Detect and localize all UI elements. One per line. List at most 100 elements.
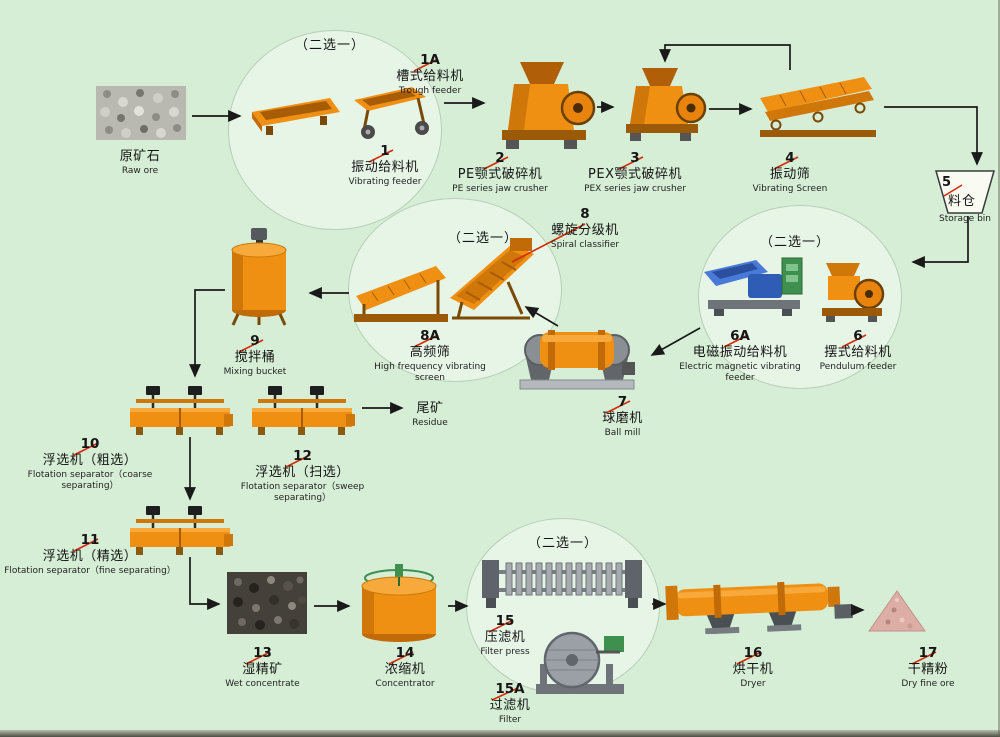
zh-text: 电磁振动给料机	[692, 345, 788, 361]
label-concentrator: 14 浓缩机 Concentrator	[355, 645, 455, 690]
num-text: 3	[630, 150, 640, 166]
zh-text: 球磨机	[602, 411, 643, 427]
en-text: PEX series jaw crusher	[584, 183, 686, 194]
num-text: 1	[380, 143, 390, 159]
label-dryer: 16 烘干机 Dryer	[703, 645, 803, 690]
num-text: 14	[395, 645, 415, 661]
zh-text: 振动筛	[769, 167, 811, 183]
en-text: Flotation separator（coarse separating）	[27, 469, 153, 491]
high-frequency-screen-graphic	[350, 252, 454, 326]
label-pendulum-feeder: 6 摆式给料机 Pendulum feeder	[798, 328, 918, 373]
mixing-bucket-graphic	[224, 226, 294, 326]
en-text: Raw ore	[121, 165, 159, 176]
en-text: Ball mill	[604, 427, 641, 438]
choice-label-bin-feeders: （二选一）	[759, 235, 830, 250]
pendulum-feeder-graphic	[814, 260, 890, 322]
label-filter: 15A 过滤机 Filter	[460, 681, 560, 726]
label-pex-crusher: 3 PEX颚式破碎机 PEX series jaw crusher	[570, 150, 700, 195]
label-storage-bin-en: Storage bin	[928, 214, 1000, 225]
flotation-sweep-graphic	[246, 384, 358, 436]
num-text: 15	[495, 613, 515, 629]
en-text: Wet concentrate	[225, 678, 300, 689]
zh-text: 高频筛	[409, 345, 451, 361]
label-storage-bin-num: 5	[942, 175, 952, 190]
drum-filter-graphic	[528, 622, 632, 704]
zh-text: 槽式给料机	[396, 69, 464, 85]
scan-edge-bottom	[0, 730, 1000, 737]
label-flotation-sweep: 12 浮选机（扫选） Flotation separator（sweep sep…	[215, 448, 390, 504]
zh-text: 螺旋分级机	[551, 223, 619, 239]
zh-text: 烘干机	[732, 662, 774, 678]
en-text: Residue	[412, 417, 448, 428]
pe-jaw-crusher-graphic	[488, 60, 596, 152]
zh-text: 振动给料机	[351, 160, 419, 176]
num-text: 1A	[420, 52, 440, 68]
label-raw-ore: 原矿石 Raw ore	[95, 148, 185, 177]
en-text: Flotation separator（sweep separating）	[240, 481, 365, 503]
label-trough-feeder: 1A 槽式给料机 Trough feeder	[370, 52, 490, 97]
en-text: Filter	[498, 714, 522, 725]
zh-text: PE颚式破碎机	[457, 167, 543, 183]
wet-concentrate-image	[226, 570, 308, 636]
zh-text: 过滤机	[489, 698, 531, 714]
en-text: Filter press	[480, 646, 530, 657]
vibrating-screen-graphic	[756, 70, 882, 142]
zh-text: 湿精矿	[242, 662, 283, 678]
vibrating-feeder-graphic	[246, 88, 344, 142]
en-text: Mixing bucket	[223, 366, 287, 377]
num-text: 11	[80, 532, 100, 548]
label-pe-crusher: 2 PE颚式破碎机 PE series jaw crusher	[435, 150, 565, 195]
label-vibrating-feeder: 1 振动给料机 Vibrating feeder	[325, 143, 445, 188]
en-text: Spiral classifier	[550, 239, 620, 250]
en-text: Flotation separator（fine separating）	[4, 565, 176, 576]
num-text: 13	[253, 645, 272, 661]
raw-ore-image	[95, 84, 187, 142]
label-flotation-fine: 11 浮选机（精选） Flotation separator（fine sepa…	[0, 532, 180, 577]
num-text: 6A	[730, 328, 750, 344]
zh-text: 搅拌桶	[234, 350, 276, 366]
flotation-fine-graphic	[124, 504, 236, 556]
choice-label-filters: （二选一）	[527, 536, 598, 551]
label-flotation-coarse: 10 浮选机（粗选） Flotation separator（coarse se…	[0, 436, 180, 492]
trough-feeder-graphic	[346, 80, 444, 142]
en-text: PE series jaw crusher	[452, 183, 548, 194]
num-text: 8A	[420, 328, 440, 344]
label-vibrating-screen: 4 振动筛 Vibrating Screen	[725, 150, 855, 195]
num-text: 10	[80, 436, 100, 452]
zh-text: 尾矿	[416, 401, 444, 416]
label-spiral-classifier: 8 螺旋分级机 Spiral classifier	[520, 206, 650, 251]
num-text: 8	[580, 206, 590, 222]
label-mixing-bucket: 9 搅拌桶 Mixing bucket	[205, 333, 305, 378]
label-filter-press: 15 压滤机 Filter press	[455, 613, 555, 658]
zh-text: 干精粉	[907, 662, 949, 678]
ball-mill-graphic	[518, 316, 636, 394]
en-text: Dry fine ore	[901, 678, 955, 689]
en-text: Trough feeder	[398, 85, 462, 96]
num-text: 15A	[495, 681, 525, 697]
dryer-graphic	[664, 568, 856, 634]
num-text: 7	[617, 394, 628, 410]
en-text: Storage bin	[939, 214, 991, 224]
en-text: High frequency vibrating screen	[374, 361, 486, 383]
zh-text: 摆式给料机	[824, 345, 892, 361]
choice-label-classifier: （二选一）	[447, 231, 518, 246]
en-text: Dryer	[740, 678, 766, 689]
label-storage-bin-zh: 料仓	[948, 194, 977, 209]
choice-label-feeders: （二选一）	[294, 38, 365, 53]
zh-text: 压滤机	[484, 630, 526, 646]
choice-ellipse-feeders	[228, 30, 442, 230]
en-text: Concentrator	[375, 678, 435, 689]
storage-bin-graphic	[933, 168, 997, 216]
label-em-vibrating-feeder: 6A 电磁振动给料机 Electric magnetic vibrating f…	[665, 328, 815, 384]
num-text: 16	[743, 645, 763, 661]
dry-fine-ore-image	[866, 588, 928, 634]
zh-text: 浓缩机	[384, 662, 426, 678]
zh-text: 浮选机（粗选）	[42, 453, 138, 469]
concentrator-graphic	[354, 560, 444, 648]
label-dry-fine-ore: 17 干精粉 Dry fine ore	[878, 645, 978, 690]
em-vibrating-feeder-graphic	[700, 246, 804, 318]
label-ball-mill: 7 球磨机 Ball mill	[575, 394, 670, 439]
zh-text: 浮选机（扫选）	[255, 465, 350, 481]
zh-text: 浮选机（精选）	[42, 549, 138, 565]
